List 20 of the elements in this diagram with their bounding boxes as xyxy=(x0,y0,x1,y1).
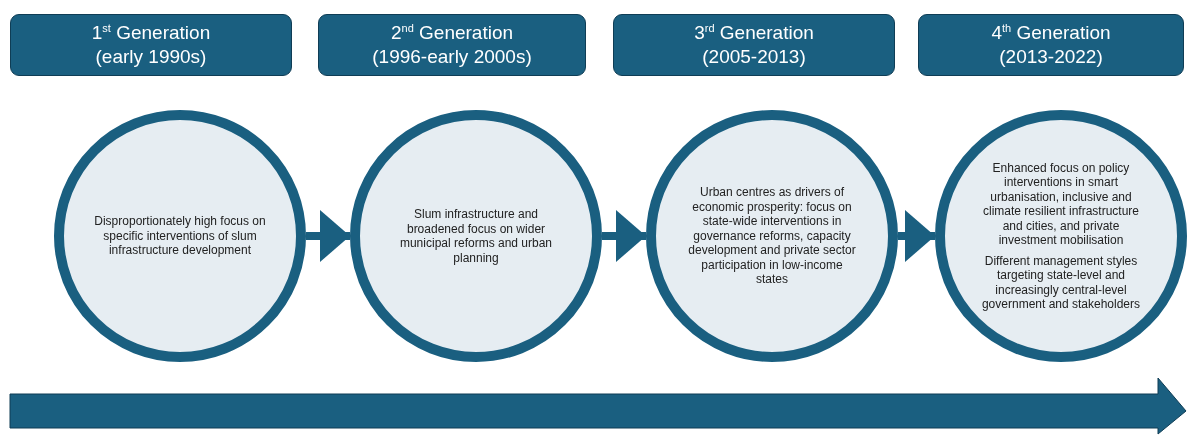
generation-header xyxy=(318,14,586,76)
arrow xyxy=(602,210,646,262)
period-text: (early 1990s) xyxy=(95,45,207,69)
period-text: (2005-2013) xyxy=(702,45,806,69)
description-text: Disproportionately high focus on specific interventions of slum infrastructure development xyxy=(93,214,267,258)
description-text: Enhanced focus on policy interventions in smart urbanisation, inclusive and climate resilient infrastructure and cities, and private investment mobilisation xyxy=(981,160,1141,248)
arrow xyxy=(898,210,935,262)
generation-header xyxy=(10,14,292,76)
period-text: (2013-2022) xyxy=(999,45,1103,69)
description-text: Different management styles targeting state-level and increasingly central-level government and stakeholders xyxy=(980,253,1142,312)
period-text: (1996-early 2000s) xyxy=(372,45,532,69)
generation-header xyxy=(613,14,895,76)
generation-title: 2$^{nd}$ Generation xyxy=(390,21,514,45)
generation-title: 4$^{th}$ Generation xyxy=(991,21,1111,45)
description-text: Urban centres as drivers of economic prosperity: focus on state-wide interventions in governance reforms, capacity development and private sector participation in low-income states xyxy=(687,185,857,287)
generation-title: 3$^{rd}$ Generation xyxy=(694,21,814,45)
generation-header xyxy=(918,14,1184,76)
arrow xyxy=(306,210,350,262)
description-text: Slum infrastructure and broadened focus on wider municipal reforms and urban planning xyxy=(398,207,554,265)
generation-title: 1$^{st}$ Generation xyxy=(91,21,211,45)
